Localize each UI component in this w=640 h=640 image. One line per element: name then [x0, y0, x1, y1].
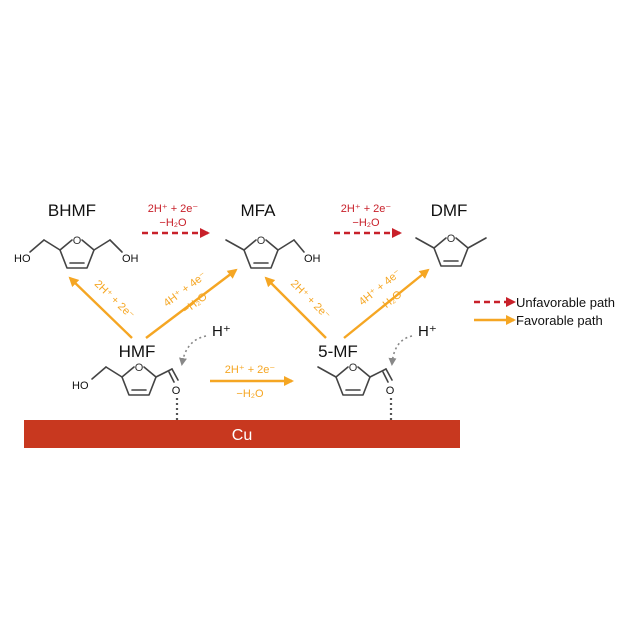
cond-mfa-dmf-top: 2H⁺ + 2e⁻ [341, 203, 392, 215]
legend-favorable-label: Favorable path [516, 313, 603, 328]
legend-unfavorable-label: Unfavorable path [516, 295, 615, 310]
cond-bhmf-mfa-bottom: −H₂O [159, 217, 187, 229]
mf5-label: 5-MF [318, 342, 358, 361]
legend: Unfavorable path Favorable path [474, 295, 615, 328]
mf5-aldehyde-oxygen: O [386, 385, 395, 397]
mfa-oh: OH [304, 253, 321, 265]
arrow-mf5-to-dmf: 4H⁺ + 4e⁻ −H₂O [343, 267, 430, 339]
bhmf-ring-oxygen: O [73, 235, 82, 247]
dmf-ring-oxygen: O [447, 233, 456, 245]
cond-hmf-bhmf: 2H⁺ + 2e⁻ [92, 278, 137, 322]
cond-hmf-mf5-bottom: −H₂O [236, 388, 264, 400]
hmf-label: HMF [119, 342, 156, 361]
mfa-label: MFA [241, 201, 277, 220]
mf5-ring-oxygen: O [349, 362, 358, 374]
molecule-hmf: HMF O HO O [72, 342, 181, 420]
dmf-label: DMF [431, 201, 468, 220]
cond-mf5-mfa: 2H⁺ + 2e⁻ [288, 278, 332, 322]
proton-right-label: H⁺ [418, 323, 437, 340]
bhmf-label: BHMF [48, 201, 96, 220]
legend-favorable: Favorable path [474, 313, 603, 328]
arrow-mf5-to-mfa: 2H⁺ + 2e⁻ [264, 276, 332, 339]
arrow-mfa-to-dmf: 2H⁺ + 2e⁻ −H₂O [334, 203, 402, 238]
cu-surface-label: Cu [232, 427, 252, 444]
proton-left-label: H⁺ [212, 323, 231, 340]
molecule-5mf: 5-MF O O [317, 342, 395, 420]
dmf-ring-bonds [433, 247, 469, 267]
mfa-ring-bonds [243, 249, 279, 269]
molecule-dmf: DMF O [415, 201, 487, 267]
arrow-bhmf-to-mfa: 2H⁺ + 2e⁻ −H₂O [142, 203, 210, 238]
legend-unfavorable: Unfavorable path [474, 295, 615, 310]
cond-mfa-dmf-bottom: −H₂O [352, 217, 380, 229]
cond-hmf-mf5-top: 2H⁺ + 2e⁻ [225, 364, 276, 376]
hmf-ring-oxygen: O [135, 362, 144, 374]
cu-surface [24, 420, 460, 448]
hmf-ring-bonds [121, 376, 157, 396]
mfa-ring-oxygen: O [257, 235, 266, 247]
arrow-hmf-to-bhmf: 2H⁺ + 2e⁻ [68, 276, 137, 339]
molecule-mfa: MFA O OH [225, 201, 321, 269]
molecule-bhmf: BHMF O HO OH [14, 201, 139, 269]
bhmf-ring-bonds [59, 249, 95, 269]
hmf-oh: HO [72, 380, 89, 392]
proton-attack-left: H⁺ [179, 323, 231, 366]
hmf-aldehyde-oxygen: O [172, 385, 181, 397]
proton-attack-right: H⁺ [388, 323, 437, 366]
arrow-hmf-to-mf5: 2H⁺ + 2e⁻ −H₂O [210, 364, 294, 400]
mf5-ring-bonds [335, 376, 371, 396]
bhmf-oh-left: HO [14, 253, 31, 265]
cond-bhmf-mfa-top: 2H⁺ + 2e⁻ [148, 203, 199, 215]
bhmf-oh-right: OH [122, 253, 139, 265]
